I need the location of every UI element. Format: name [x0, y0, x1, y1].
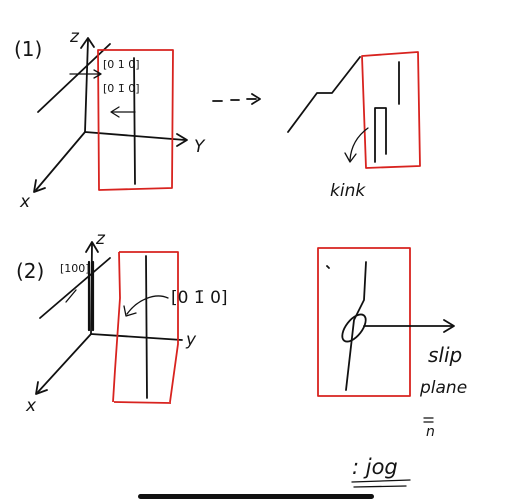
normal-mark: n — [426, 424, 435, 440]
kink-pointer-arrow — [349, 127, 369, 161]
case2-burgers-right: [0 1̄ 0] — [171, 288, 228, 308]
transition-arrowhead — [251, 93, 261, 105]
kink-zigzag-line — [287, 56, 361, 133]
case1-burgers-bottom: [0 1̄ 0] — [103, 82, 140, 95]
jog-mark — [326, 265, 330, 269]
jog-underline — [351, 479, 411, 488]
case1-z-label: z — [69, 27, 80, 47]
case1-burgers-top: [0 1 0] — [103, 58, 140, 71]
case2-curved-arrowhead — [123, 305, 137, 317]
case2-z-arrowhead — [85, 241, 99, 253]
case2-burgers-left: [100] — [60, 262, 90, 275]
jog-label: : jog — [352, 455, 398, 479]
case2-slip-plane-left — [112, 251, 121, 403]
case1-y-label: Y — [194, 137, 206, 157]
transition-dashes — [212, 98, 257, 102]
jog-slip-plane — [317, 247, 411, 397]
case1-number: (1) — [14, 37, 42, 61]
kink-step — [374, 107, 387, 163]
case1-x-axis — [35, 131, 86, 191]
case2-y-label: y — [185, 330, 197, 350]
case2-burger-vector-bold — [87, 260, 95, 332]
case2-x-arrowhead — [35, 381, 48, 395]
case1-x-arrowhead — [33, 179, 46, 193]
plane-word: plane — [419, 378, 467, 398]
case2-dislocation-line — [39, 257, 111, 319]
case1-x-label: x — [19, 192, 31, 212]
case1-z-arrowhead — [80, 37, 95, 49]
kink-label: kink — [330, 181, 366, 201]
jog-loop — [341, 313, 367, 343]
case2-small-arrow — [65, 289, 77, 303]
case1-result: kink — [287, 51, 421, 201]
slip-word: slip — [428, 343, 462, 367]
case1-burgers-arrowhead-left — [110, 106, 120, 118]
case2-inner-line — [145, 255, 148, 399]
case2-slip-plane-bottom — [113, 401, 172, 404]
case1-transition — [212, 93, 261, 105]
case2-x-axis — [37, 333, 92, 393]
case1-z-axis — [84, 39, 89, 133]
case2-schematic: (2) z y x [100] [0 1̄ 0] — [16, 229, 228, 416]
case1-y-arrowhead — [176, 133, 188, 147]
case2-number: (2) — [16, 259, 44, 283]
normal-bars — [423, 417, 434, 423]
kink-slip-plane — [361, 51, 421, 169]
case2-slip-plane-box — [119, 251, 179, 403]
case1-slip-plane — [97, 49, 174, 191]
case2-curved-arrow — [126, 295, 169, 315]
home-indicator-bar[interactable] — [138, 494, 374, 499]
case1-burgers-arrowhead-right — [93, 69, 102, 79]
case1-schematic: (1) z Y x [0 1 0] [0 1̄ 0] — [14, 27, 206, 212]
case2-y-axis — [90, 333, 183, 341]
case2-z-label: z — [95, 229, 106, 249]
case1-inner-line — [133, 57, 136, 185]
kink-pointer-arrowhead — [344, 152, 357, 163]
case2-z-axis — [90, 243, 93, 335]
case2-x-label: x — [25, 396, 37, 416]
slip-direction-arrowhead — [443, 319, 455, 333]
case2-result: slip plane n : jog — [317, 247, 467, 488]
jog-vertical-line — [345, 261, 367, 391]
